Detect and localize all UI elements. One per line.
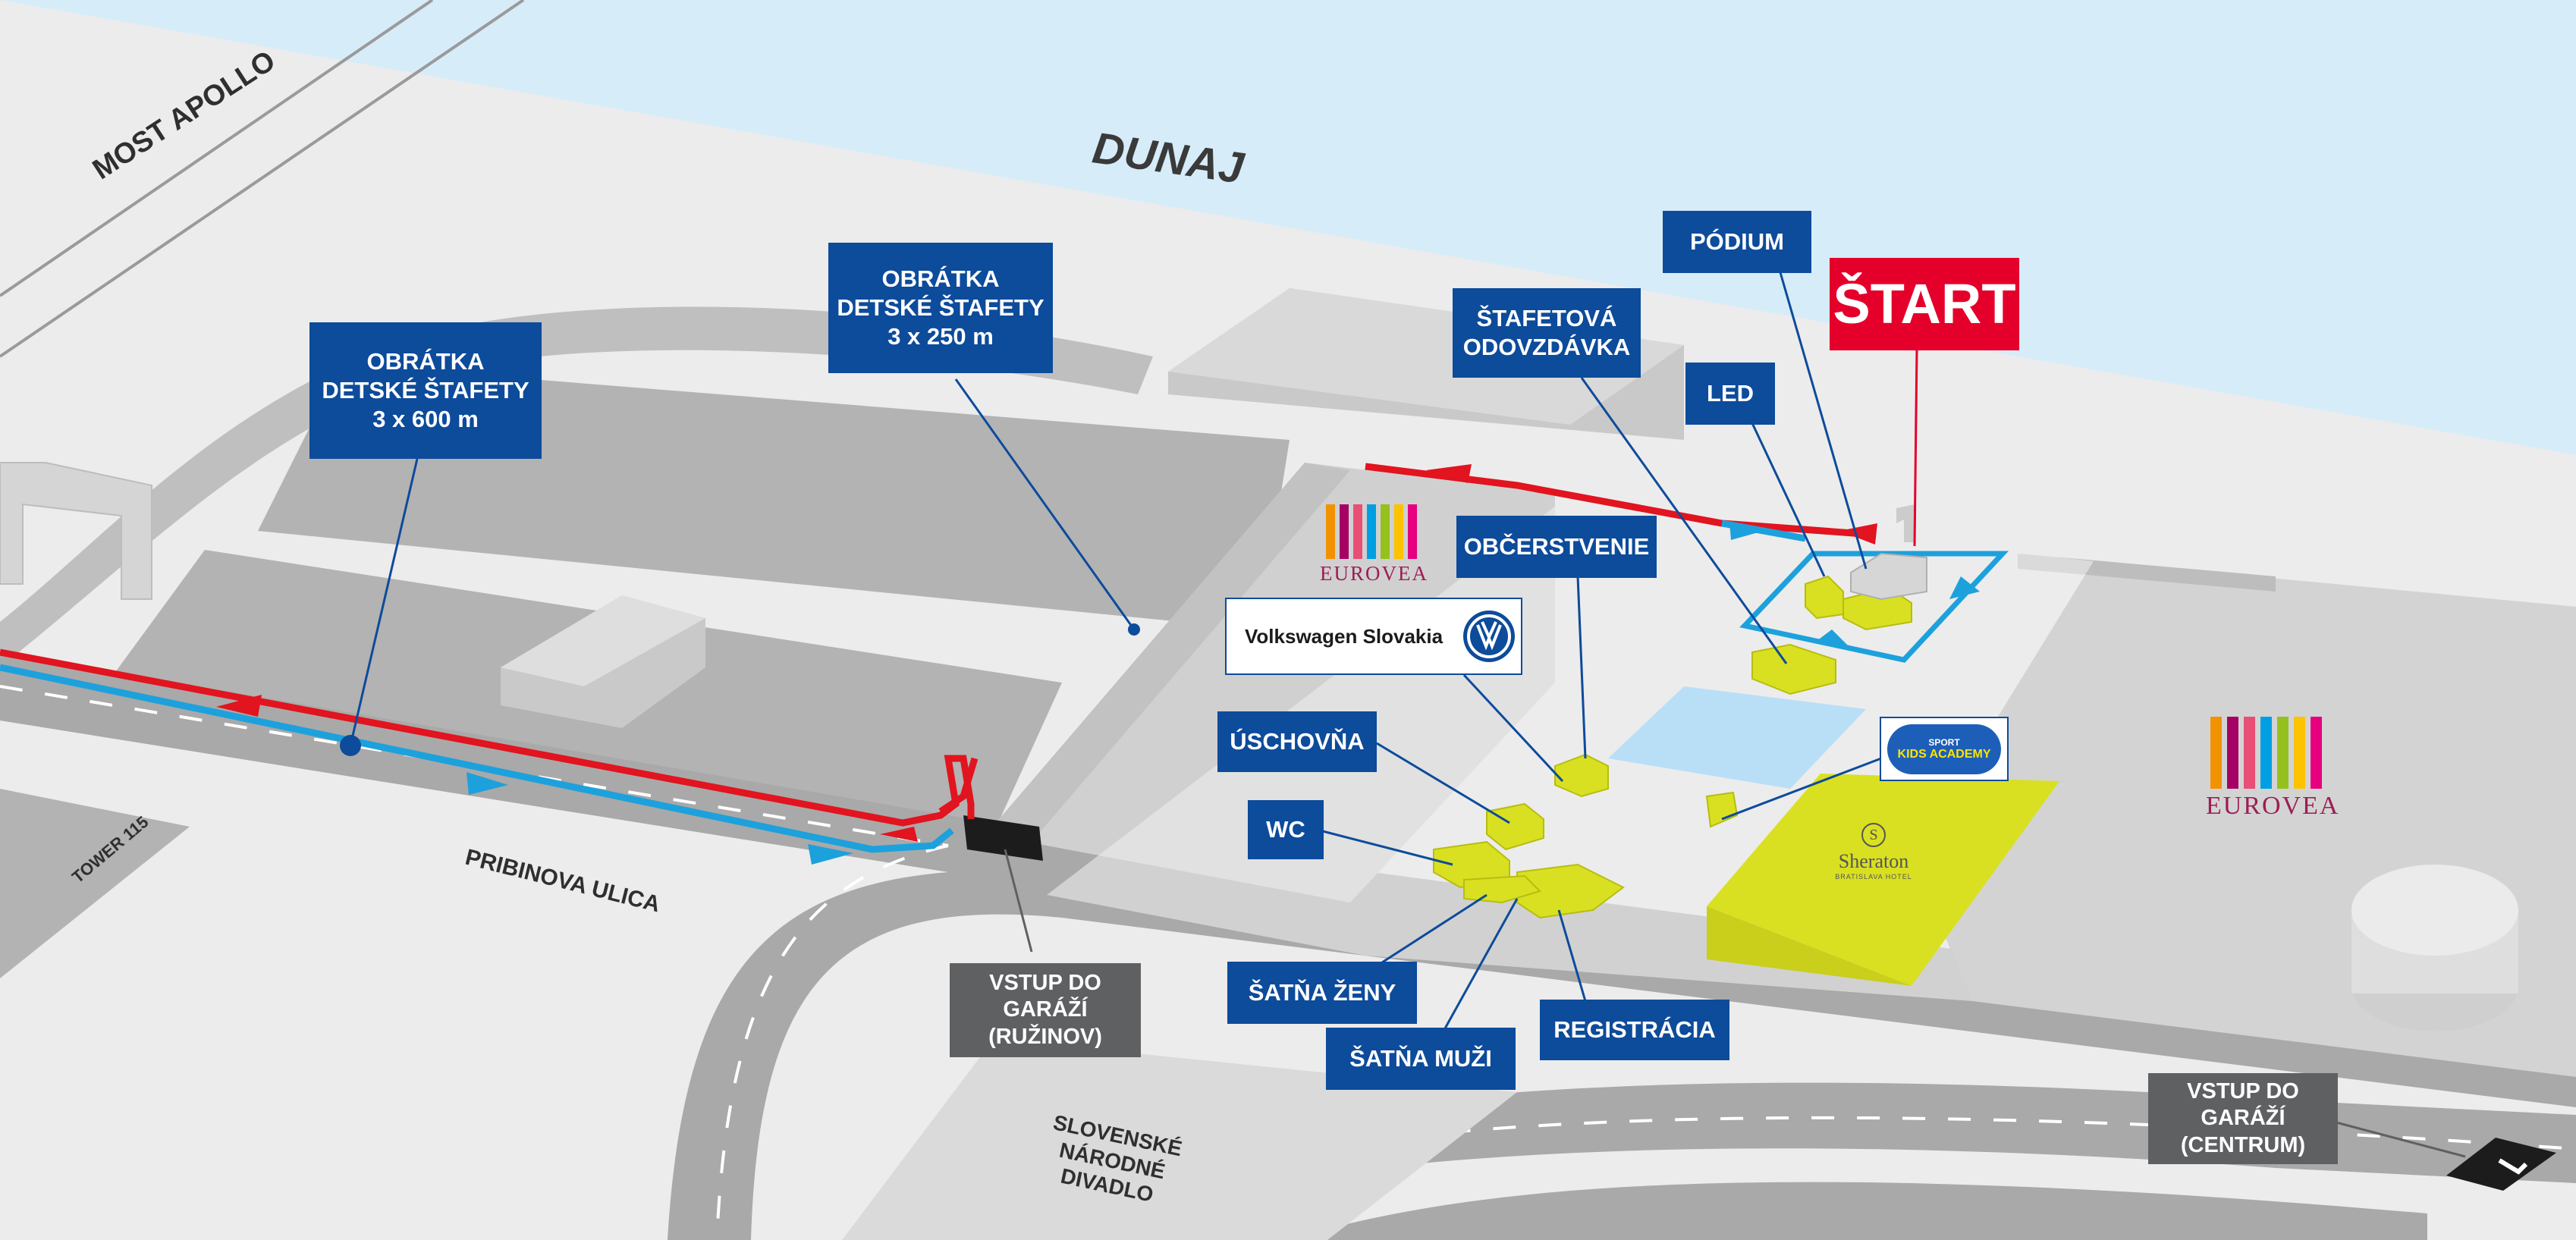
- gate: [0, 462, 152, 600]
- ring-road: [0, 306, 1153, 667]
- volkswagen-logo-text: Volkswagen Slovakia: [1245, 624, 1444, 648]
- label-start: ŠTART: [1830, 258, 2019, 350]
- garage-entrance-centrum-marker: [2446, 1138, 2556, 1191]
- eurovea-logo-text-east: EUROVEA: [2206, 792, 2340, 820]
- bridge-line: [0, 0, 434, 297]
- kids-sport-text: SPORT: [1928, 736, 1960, 748]
- sheraton-logo-text: Sheraton: [1838, 850, 1909, 872]
- volkswagen-logo: Volkswagen Slovakia: [1225, 598, 1522, 675]
- eurovea-stripes-icon: [1326, 504, 1426, 559]
- kids-academy-badge: SPORT KIDS ACADEMY: [1887, 724, 2001, 774]
- sheraton-area: [1707, 774, 2059, 986]
- eurovea-logo-text: EUROVEA: [1320, 562, 1428, 585]
- label-garaz-ruzinov: VSTUP DO GARÁŽÍ (RUŽINOV): [950, 963, 1141, 1057]
- label-satna-zeny: ŠATŇA ŽENY: [1227, 962, 1417, 1024]
- route-arrow: [216, 695, 262, 717]
- sheraton-logo: S Sheraton BRATISLAVA HOTEL: [1817, 823, 1930, 891]
- kids-academy-logo: SPORT KIDS ACADEMY: [1880, 717, 2009, 781]
- yellow-tents: [1433, 575, 1912, 919]
- label-podium: PÓDIUM: [1663, 211, 1811, 273]
- eurovea-logo-east: EUROVEA: [2206, 717, 2342, 823]
- label-stafetova-odovzdavka: ŠTAFETOVÁ ODOVZDÁVKA: [1453, 288, 1641, 378]
- label-satna-muzi: ŠATŇA MUŽI: [1326, 1028, 1516, 1090]
- garage-entrance-ruzinov-marker: [963, 815, 1043, 861]
- leader-lines: [349, 253, 1882, 1036]
- start-gate: [1896, 504, 1915, 542]
- label-obratka-250: OBRÁTKA DETSKÉ ŠTAFETY 3 x 250 m: [828, 243, 1053, 373]
- vw-emblem-icon: [1463, 611, 1516, 662]
- sheraton-logo-sub: BRATISLAVA HOTEL: [1835, 873, 1912, 881]
- label-uschovna: ÚSCHOVŇA: [1217, 711, 1377, 772]
- label-led: LED: [1685, 363, 1775, 425]
- label-obcerstvenie: OBČERSTVENIE: [1456, 516, 1657, 578]
- water-feature: [1608, 686, 1866, 789]
- eurovea-logo-center: EUROVEA: [1320, 504, 1428, 588]
- route-red: [0, 648, 975, 827]
- tower-115: [0, 789, 190, 978]
- route-blue: [0, 664, 954, 853]
- label-obratka-600: OBRÁTKA DETSKÉ ŠTAFETY 3 x 600 m: [309, 322, 542, 459]
- kids-academy-text: KIDS ACADEMY: [1897, 747, 1991, 761]
- label-garaz-centrum: VSTUP DO GARÁŽÍ (CENTRUM): [2148, 1073, 2338, 1164]
- podium-box: [1850, 552, 1927, 601]
- label-wc: WC: [1248, 800, 1324, 859]
- sheraton-s-icon: S: [1861, 823, 1886, 847]
- label-registracia: REGISTRÁCIA: [1540, 1000, 1729, 1060]
